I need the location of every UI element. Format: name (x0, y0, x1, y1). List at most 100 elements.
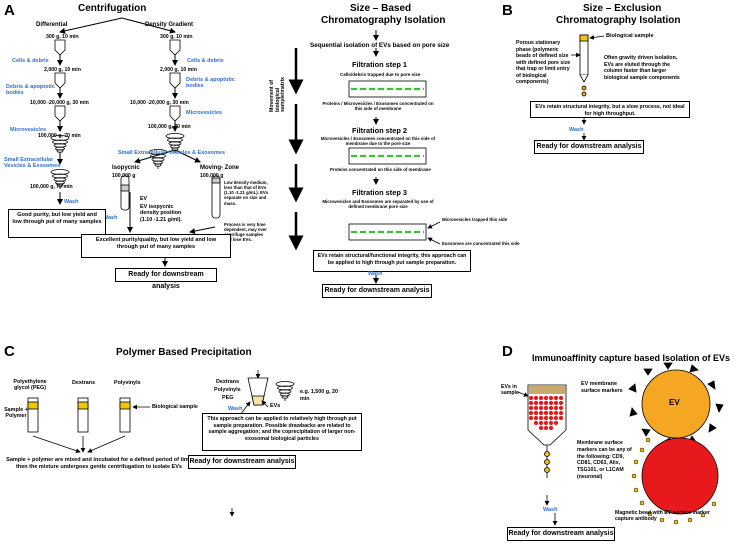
diff-wash: Wash (64, 199, 79, 205)
magnetic-bead-note: Magnetic bead with EV surface marker cap… (615, 510, 710, 523)
ev-label: EV (140, 196, 147, 202)
column-bead (533, 395, 539, 401)
panel-d-letter: D (502, 343, 513, 360)
biological-sample-label: Biological sample (606, 33, 654, 39)
column-bead (548, 420, 554, 426)
column-bead (543, 410, 549, 416)
panel-a-title: Centrifugation (78, 3, 147, 14)
column-bead (553, 400, 559, 406)
column-bead (528, 395, 534, 401)
dens-step-3: 10,000 -20,000 g, 30 min (130, 100, 189, 106)
polymer-wash: Wash (228, 406, 243, 412)
density-result-box: Excellent purity/quality, but low yield … (81, 234, 231, 258)
diff-step-1: 300 g, 10 min (46, 34, 79, 40)
column-bead (558, 400, 564, 406)
moving-zone-g: 100,000 g (200, 173, 224, 179)
panel-c-letter: C (4, 343, 15, 360)
column-bead (548, 395, 554, 401)
dens-step-4: 100,000 g, 70 min (148, 124, 191, 130)
column-bead (543, 415, 549, 421)
column-bead (553, 415, 559, 421)
column-bead (548, 400, 554, 406)
column-bead (528, 405, 534, 411)
centrifuge-note: e.g. 1,500 g, 20 min (300, 389, 339, 403)
column-bead (533, 400, 539, 406)
dens-step-2: 2,000 g, 10 min (160, 67, 197, 73)
column-bead (543, 425, 549, 431)
sequential-isolation-label: Sequential isolation of EVs based on por… (310, 42, 450, 49)
f3-right-note-1: Microvesicles trapped this side (442, 217, 508, 222)
dens-step-1: 300 g, 10 min (160, 34, 193, 40)
diff-label-sev: Small Extracellular Vesicles & Exosomes (4, 157, 61, 169)
diff-label-debris: Debris & apoptotic bodies (6, 84, 55, 96)
list-peg: PEG (222, 395, 234, 401)
column-bead (528, 400, 534, 406)
isopycnic-g: 100,000 g (112, 173, 136, 179)
differential-label: Differential (36, 22, 68, 28)
sample-polymer-label: Sample + Polymer (4, 407, 28, 419)
column-bead (558, 410, 564, 416)
panel-c-title: Polymer Based Precipitation (116, 347, 252, 358)
column-bead (538, 425, 544, 431)
filtration-step-1: Filtration step 1 (352, 60, 408, 69)
dens-label-microvesicles: Microvesicles (186, 110, 223, 116)
column-bead (558, 395, 564, 401)
size-based-ready-box: Ready for downstream analysis (322, 284, 432, 298)
polymer-bio-label: Biological sample (152, 404, 198, 410)
polyvinyls-label: Polyvinyls (114, 380, 141, 386)
diff-step-2: 2,000 g, 10 min (44, 67, 81, 73)
f3-right-note-2: Exosomes are concentrated this side (442, 241, 520, 246)
marker-list-note: Membrane surface markers can be any of t… (577, 440, 632, 480)
diff-step-4: 100,000 g, 70 min (38, 133, 81, 139)
f2-top-note: Microvesicles / Exosomes concentrated on… (320, 136, 436, 147)
panel-b-letter: B (502, 2, 513, 19)
column-bead (553, 410, 559, 416)
evs-in-sample-label: EVs in sample (501, 384, 519, 397)
size-exclusion-graphics (571, 34, 605, 141)
diff-step-3: 10,000 -20,000 g, 30 min (30, 100, 89, 106)
size-exclusion-wash: Wash (569, 127, 584, 133)
size-exclusion-result-box: EVs retain structural integrity, but a s… (530, 101, 690, 118)
column-bead (548, 425, 554, 431)
column-bead (528, 410, 534, 416)
column-bead (538, 410, 544, 416)
column-bead (533, 420, 539, 426)
process-note: Process is very time dependent, may over… (224, 222, 267, 243)
filtration-step-3: Filtration step 3 (352, 188, 408, 197)
dens-label-sev: Small Extracellular Vesicles & Exosomes (118, 150, 226, 156)
column-bead (548, 410, 554, 416)
column-bead (528, 415, 534, 421)
column-bead (533, 415, 539, 421)
f1-top-note: Cells/debris trapped due to pore size (340, 72, 421, 77)
column-bead (543, 400, 549, 406)
dens-label-cells: Cells & debris (187, 58, 224, 64)
panel-a-ready-box: Ready for downstream analysis (115, 268, 217, 290)
panel-b-title-1: Size – Exclusion (583, 3, 662, 14)
diff-label-microvesicles: Microvesicles (10, 127, 47, 133)
f3-top-note: Microvesicles and Exosomes are separated… (322, 199, 434, 210)
density-gradient-tubes (120, 175, 221, 219)
size-based-result-box: EVs retain structural/functional integri… (313, 250, 471, 272)
column-bead (558, 405, 564, 411)
evs-label: EVs (270, 403, 281, 409)
size-based-graphics (288, 30, 441, 284)
moving-zone-label: Moving- Zone (200, 165, 239, 171)
column-bead (558, 415, 564, 421)
dextrans-label: Dextrans (72, 380, 96, 386)
panel-d-title: Immunoaffinity capture based Isolation o… (532, 353, 731, 363)
size-based-title-2: Chromatography Isolation (321, 15, 446, 26)
diff-step-5: 100,000 g, 70 min (30, 184, 73, 190)
panel-a-letter: A (4, 2, 15, 19)
size-exclusion-ready-box: Ready for downstream analysis (534, 140, 644, 154)
column-bead (543, 405, 549, 411)
column-bead (533, 410, 539, 416)
column-bead (553, 420, 559, 426)
panel-b-title-2: Chromatography Isolation (556, 15, 681, 26)
porous-phase-note: Porous stationary phase (polymeric beads… (516, 40, 571, 85)
column-bead (548, 415, 554, 421)
isopycnic-label: Isopycnic (112, 165, 140, 171)
size-based-title-1: Size – Based (350, 3, 412, 14)
list-polyvinyls: Polyvinyls (214, 387, 241, 393)
